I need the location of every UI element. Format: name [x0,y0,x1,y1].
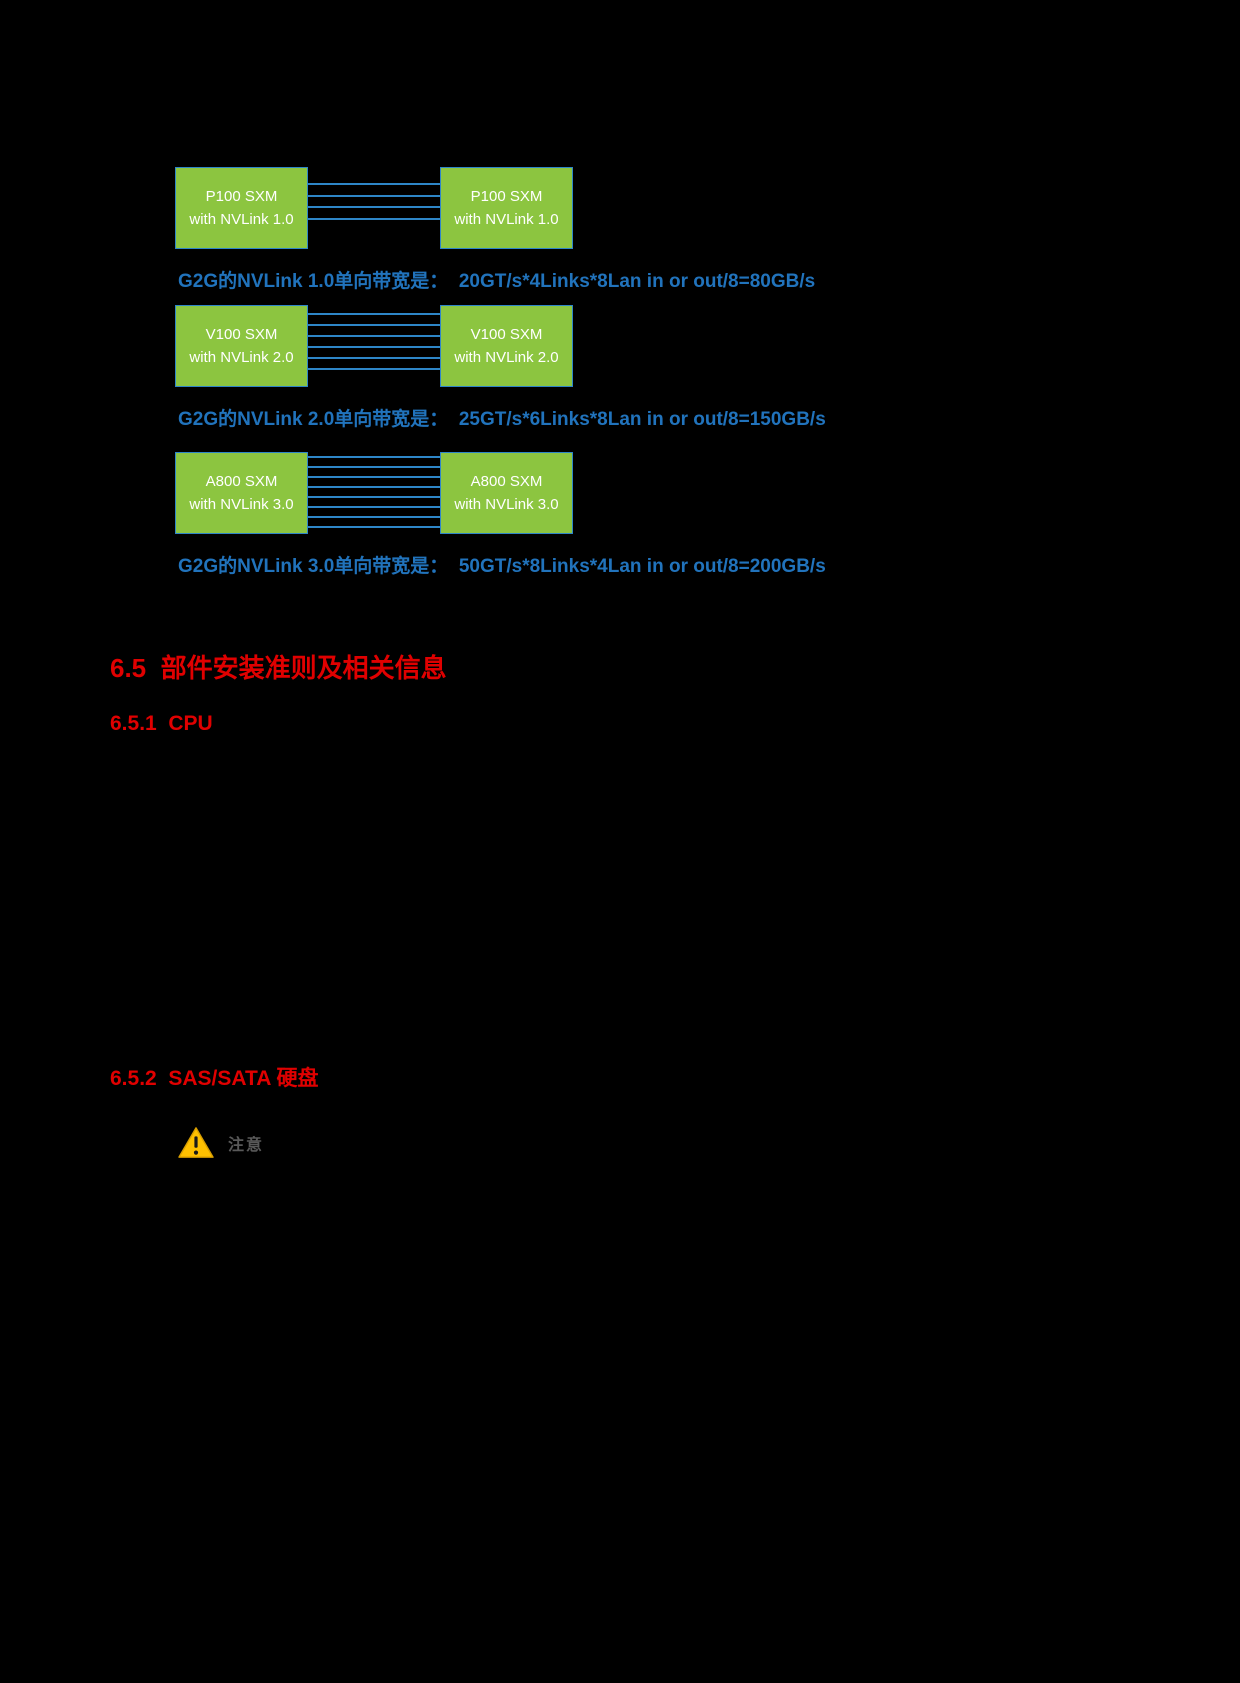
nvlink-line [307,357,441,359]
warning-triangle-icon [177,1126,215,1160]
nvlink-line [307,476,441,478]
nvlink-line [307,466,441,468]
nvlink-line [307,335,441,337]
nvlink-line [307,496,441,498]
nvlink-lines [307,313,441,370]
nvlink-2-0-diagram: V100 SXM with NVLink 2.0 V100 SXM with N… [0,305,1240,445]
gpu-box-label-line2: with NVLink 3.0 [189,496,294,513]
nvlink-line [307,486,441,488]
nvlink-line [307,526,441,528]
subsection-heading-6-5-1: 6.5.1 CPU [110,712,213,735]
gpu-box-label-line1: A800 SXM [470,472,543,490]
nvlink-line [307,324,441,326]
diagram-caption: G2G的NVLink 2.0单向带宽是： 25GT/s*6Links*8Lan … [178,409,826,430]
gpu-box-label-line1: P100 SXM [470,187,543,205]
subsection-heading-6-5-2: 6.5.2 SAS/SATA 硬盘 [110,1067,319,1090]
gpu-box-label-line1: V100 SXM [470,325,543,343]
gpu-box-label-line2: with NVLink 1.0 [189,211,294,228]
gpu-box-left: A800 SXM with NVLink 3.0 [175,452,308,534]
gpu-box-left: V100 SXM with NVLink 2.0 [175,305,308,387]
gpu-box-label-line2: with NVLink 2.0 [189,349,294,366]
nvlink-line [307,194,441,197]
nvlink-lines [307,183,441,220]
notice: 注意 [177,1126,264,1160]
gpu-box-right: A800 SXM with NVLink 3.0 [440,452,573,534]
nvlink-line [307,346,441,348]
gpu-box-right: V100 SXM with NVLink 2.0 [440,305,573,387]
nvlink-line [307,217,441,220]
gpu-box-right: P100 SXM with NVLink 1.0 [440,167,573,249]
nvlink-line [307,183,441,185]
gpu-box-label-line1: P100 SXM [205,187,278,205]
gpu-box-label-line2: with NVLink 3.0 [454,496,559,513]
diagram-caption: G2G的NVLink 1.0单向带宽是： 20GT/s*4Links*8Lan … [178,271,816,292]
nvlink-1-0-diagram: P100 SXM with NVLink 1.0 P100 SXM with N… [0,167,1240,307]
gpu-box-label-line2: with NVLink 2.0 [454,349,559,366]
notice-label: 注意 [228,1137,265,1154]
nvlink-line [307,506,441,508]
nvlink-lines [307,456,441,528]
nvlink-3-0-diagram: A800 SXM with NVLink 3.0 A800 SXM with N… [0,452,1240,592]
diagram-caption: G2G的NVLink 3.0单向带宽是： 50GT/s*8Links*4Lan … [178,556,826,577]
gpu-box-left: P100 SXM with NVLink 1.0 [175,167,308,249]
nvlink-line [307,368,441,370]
gpu-box-label-line1: A800 SXM [205,472,278,490]
nvlink-line [307,456,441,458]
nvlink-line [307,206,441,209]
nvlink-line [307,516,441,518]
nvlink-line [307,313,441,315]
gpu-box-label-line2: with NVLink 1.0 [454,211,559,228]
section-heading-6-5: 6.5 部件安装准则及相关信息 [110,653,447,683]
gpu-box-label-line1: V100 SXM [205,325,278,343]
